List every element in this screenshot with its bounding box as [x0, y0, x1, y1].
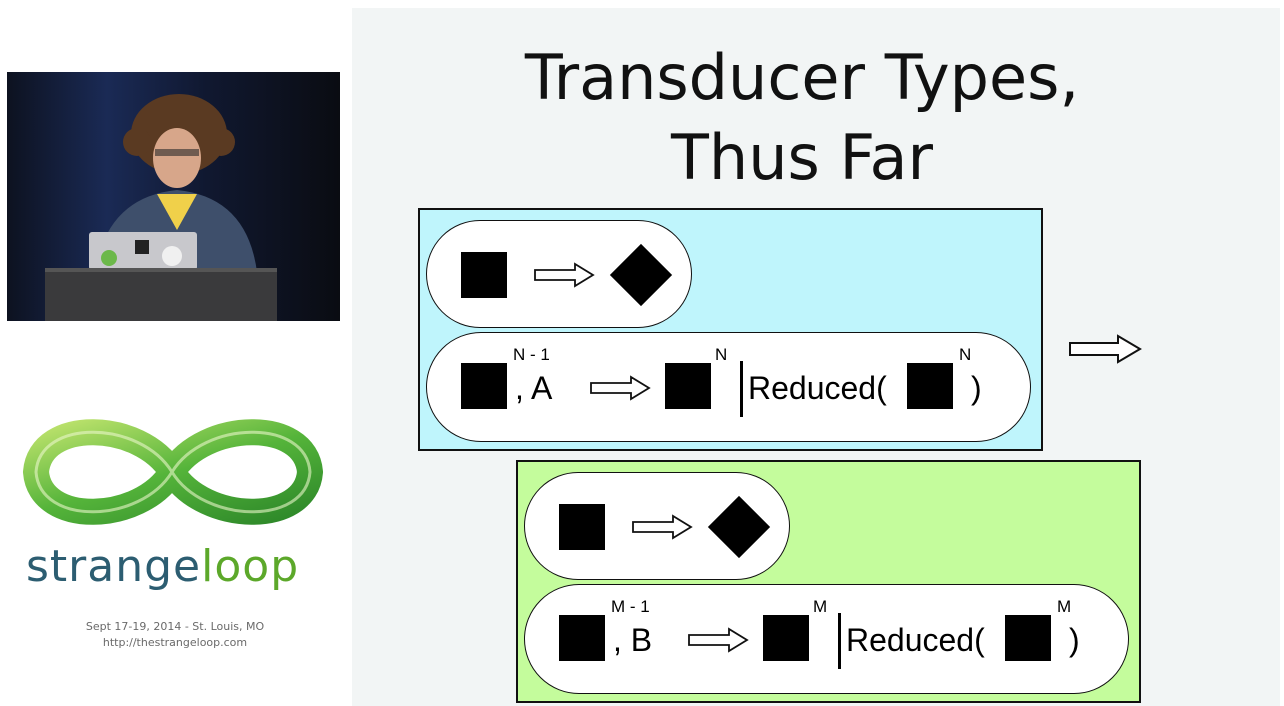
extra-arg-label: , B: [613, 622, 653, 658]
reduced-square-icon: [907, 363, 953, 409]
outer-right-arrow-icon: [1069, 334, 1142, 364]
output-diamond-icon: [707, 495, 771, 559]
input-square-icon: [461, 363, 507, 409]
reduced-close-paren: ): [971, 370, 982, 406]
output-square-icon: [763, 615, 809, 661]
reducing-pill: M - 1 , B M Reduced( M ): [524, 584, 1129, 694]
output-superscript: M: [813, 597, 828, 616]
reduced-label: Reduced(: [846, 622, 985, 658]
brand-wordmark: strangeloop: [26, 542, 326, 592]
extra-arg-label: , A: [515, 370, 553, 406]
right-arrow-icon: [534, 262, 595, 288]
conference-branding: strangeloop Sept 17-19, 2014 - St. Louis…: [0, 410, 350, 670]
title-line-2: Thus Far: [671, 121, 933, 194]
infinity-logo: [22, 419, 324, 525]
right-arrow-icon: [688, 627, 749, 653]
right-arrow-icon: [590, 375, 651, 401]
conference-url: http://thestrangeloop.com: [102, 636, 248, 649]
brand-word-strange: strange: [26, 541, 202, 592]
union-bar: [838, 613, 841, 669]
title-line-1: Transducer Types,: [524, 41, 1080, 114]
speaker-video: [7, 72, 340, 321]
reduced-superscript: N: [959, 345, 972, 364]
input-square-icon: [559, 615, 605, 661]
input-superscript: M - 1: [611, 597, 650, 616]
output-superscript: N: [715, 345, 728, 364]
input-square-icon: [559, 504, 605, 550]
brand-word-loop: loop: [201, 541, 300, 592]
simple-map-pill: [524, 472, 790, 580]
reduced-square-icon: [1005, 615, 1051, 661]
green-transducer-box: M - 1 , B M Reduced( M ): [516, 460, 1141, 703]
input-superscript: N - 1: [513, 345, 550, 364]
output-diamond-icon: [609, 243, 673, 307]
union-bar: [740, 361, 743, 417]
output-square-icon: [665, 363, 711, 409]
slide-title: Transducer Types, Thus Far: [352, 38, 1252, 198]
reduced-label: Reduced(: [748, 370, 887, 406]
reduced-close-paren: ): [1069, 622, 1080, 658]
reducing-pill: N - 1 , A N Reduced( N ): [426, 332, 1031, 442]
simple-map-pill: [426, 220, 692, 328]
speaker-image: [7, 72, 340, 321]
input-square-icon: [461, 252, 507, 298]
blue-transducer-box: N - 1 , A N Reduced( N ): [418, 208, 1043, 451]
conference-dates: Sept 17-19, 2014 - St. Louis, MO: [85, 620, 265, 633]
right-arrow-icon: [632, 514, 693, 540]
reduced-superscript: M: [1057, 597, 1072, 616]
presentation-slide: Transducer Types, Thus Far N - 1 , A N R…: [352, 8, 1280, 706]
